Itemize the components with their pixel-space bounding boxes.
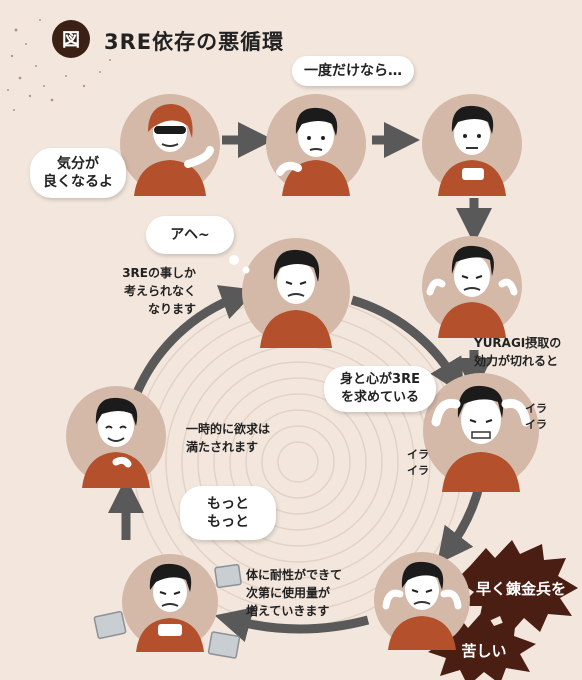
diagram-title: 3RE依存の悪循環 — [104, 30, 285, 54]
hesitant-person — [266, 94, 366, 196]
burst-bottom-text: 苦しい — [461, 642, 507, 660]
speckle-decoration — [7, 19, 111, 111]
package-icon — [207, 631, 241, 659]
package-icon — [93, 610, 127, 640]
thought-dots — [229, 255, 250, 274]
burst-top-text: 早く錬金兵を — [475, 580, 566, 598]
cycle-arrow-bottom — [214, 607, 370, 643]
caption-tolerance: 体に耐性ができて 次第に使用量が 増えていきます — [246, 568, 343, 618]
satisfied-person — [66, 386, 166, 488]
distressed-person — [374, 552, 470, 650]
burst-top — [456, 540, 578, 636]
cycle-arrow-top-right — [350, 295, 465, 396]
caption-think-only: 3REの事しか 考えられなく なります — [122, 266, 196, 316]
speech-motto: もっと もっと — [180, 486, 276, 540]
ira-mark-right: イラ イラ — [525, 402, 547, 431]
sunglasses-icon — [154, 126, 186, 134]
caption-temp-satisfied: 一時的に欲求は 満たされます — [186, 422, 271, 454]
speech-body-mind: 身と心が3RE を求めている — [324, 366, 436, 412]
package-icon — [214, 563, 242, 589]
ira-mark-left: イラ イラ — [407, 448, 429, 477]
tolerance-person — [122, 554, 218, 652]
cycle-arrow-left-top — [131, 285, 257, 397]
speech-ahe: アヘ~ — [146, 216, 234, 254]
obsessed-person — [242, 238, 350, 348]
caption-effect-wears: YURAGI摂取の 効力が切れると — [474, 336, 562, 368]
taking-person — [422, 94, 522, 196]
dealer-person — [120, 94, 220, 196]
speech-feel-good: 気分が 良くなるよ — [30, 148, 126, 198]
speech-just-once: 一度だけなら… — [292, 56, 414, 86]
irritated-person — [423, 373, 539, 492]
figure-badge: 図 — [52, 20, 90, 58]
craving-person — [422, 236, 522, 338]
